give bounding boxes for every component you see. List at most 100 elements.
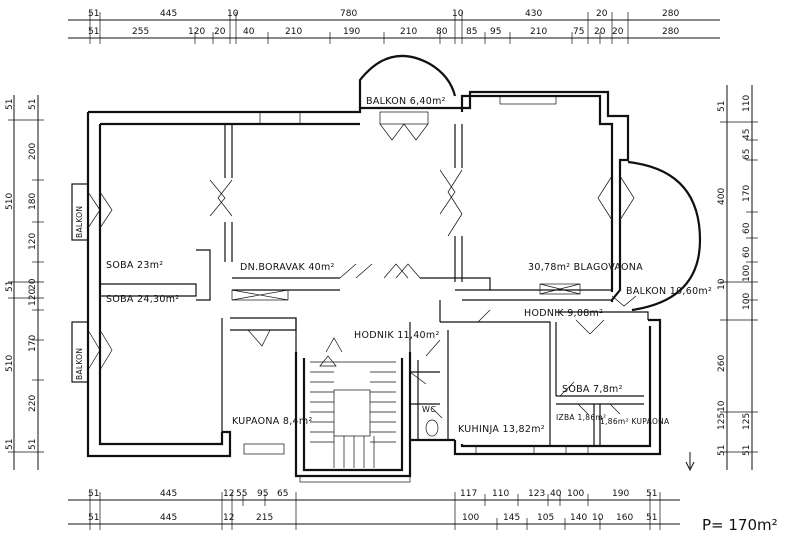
dim-bottom2-0: 51 (88, 513, 99, 523)
dim-left2-2: 180 (28, 193, 38, 210)
room-label-kupaona-1: KUPAONA 8,4m² (232, 416, 313, 427)
stairs (310, 355, 396, 468)
dim-bottom1-9: 40 (550, 489, 562, 499)
top-dimension-lines: 51 445 10 780 10 430 20 280 51 255 120 2… (68, 9, 720, 44)
dim-left2-4: 120 (28, 289, 38, 306)
dim-top2-9: 85 (466, 27, 477, 37)
bottom-dimension-lines: 51 445 12 55 95 65 117 110 123 40 100 19… (68, 489, 680, 530)
dim-bottom2-5: 145 (503, 513, 520, 523)
room-label-blagovaona: 30,78m² BLAGOVAONA (528, 262, 643, 273)
dim-right1-2: 10 (717, 278, 727, 290)
dim-bottom1-12: 51 (646, 489, 657, 499)
dim-top2-11: 210 (530, 27, 547, 37)
dim-top2-8: 80 (436, 27, 448, 37)
dim-right2-6: 100 (742, 265, 752, 282)
dim-bottom1-1: 445 (160, 489, 177, 499)
room-label-soba-3: SOBA 7,8m² (562, 384, 623, 395)
dim-bottom2-6: 105 (537, 513, 554, 523)
dim-bottom2-8: 10 (592, 513, 604, 523)
dim-top1-4: 10 (452, 9, 464, 19)
dim-left2-5: 20 (28, 278, 38, 290)
left-dimension-lines: 51 510 51 510 51 51 200 180 120 120 20 1… (5, 95, 44, 470)
room-label-izba: IZBA 1,86m² (556, 413, 606, 422)
dim-top2-5: 210 (285, 27, 302, 37)
dim-top1-0: 51 (88, 9, 99, 19)
dim-bottom2-3: 215 (256, 513, 273, 523)
dim-bottom1-7: 110 (492, 489, 509, 499)
room-label-hodnik-2: HODNIK 9,08m² (524, 308, 603, 319)
dim-right2-0: 110 (742, 95, 752, 112)
balcony-left-2 (71, 321, 89, 383)
dim-left1-4: 51 (5, 439, 15, 450)
dim-top2-3: 20 (214, 27, 226, 37)
room-label-kuhinja: KUHINJA 13,82m² (458, 424, 545, 435)
dim-bottom2-4: 100 (462, 513, 479, 523)
balcony-top (358, 54, 457, 108)
dim-top2-15: 280 (662, 27, 679, 37)
balcony-right (627, 160, 702, 312)
dim-right2-8: 125 (742, 413, 752, 430)
dim-right1-6: 51 (717, 445, 727, 456)
right-dimension-lines: 51 400 10 260 125 10 51 110 45 65 170 60… (717, 85, 758, 470)
north-arrow (685, 452, 695, 472)
dim-top2-7: 210 (400, 27, 417, 37)
dim-left2-3: 120 (28, 233, 38, 250)
dim-bottom1-3: 55 (236, 489, 247, 499)
dim-bottom1-6: 117 (460, 489, 477, 499)
dim-left2-1: 200 (28, 143, 38, 160)
interior-walls (100, 124, 649, 446)
dim-top2-10: 95 (490, 27, 501, 37)
dim-left2-6: 170 (28, 335, 38, 352)
dim-right1-1: 400 (717, 188, 727, 205)
dim-left1-2: 51 (5, 281, 15, 292)
dim-top1-7: 280 (662, 9, 679, 19)
dim-right1-3: 260 (717, 355, 727, 372)
dim-left2-0: 51 (28, 99, 38, 110)
dim-top2-2: 120 (188, 27, 205, 37)
dim-right2-2: 65 (742, 149, 752, 160)
dim-right2-9: 51 (742, 445, 752, 456)
dim-bottom2-1: 445 (160, 513, 177, 523)
dim-top2-12: 75 (573, 27, 584, 37)
dim-top1-5: 430 (525, 9, 542, 19)
dim-top1-6: 20 (596, 9, 608, 19)
room-label-soba-1: SOBA 23m² (106, 260, 163, 271)
dim-right2-7: 100 (742, 293, 752, 310)
dim-right1-0: 51 (717, 101, 727, 112)
dim-right2-3: 170 (742, 185, 752, 202)
dim-top2-0: 51 (88, 27, 99, 37)
dim-top2-4: 40 (243, 27, 255, 37)
dim-right1-4: 125 (717, 413, 727, 430)
dim-top1-1: 445 (160, 9, 177, 19)
dim-left2-7: 220 (28, 395, 38, 412)
dim-bottom1-2: 12 (223, 489, 234, 499)
dim-top2-14: 20 (612, 27, 624, 37)
dim-bottom1-0: 51 (88, 489, 99, 499)
dim-bottom1-10: 100 (567, 489, 584, 499)
dim-top2-6: 190 (343, 27, 360, 37)
total-area: P= 170m² (702, 516, 778, 534)
room-labels: SOBA 23m² SOBA 24,30m² DN.BORAVAK 40m² 3… (75, 96, 712, 435)
room-label-soba-2: SOBA 24,30m² (106, 294, 179, 305)
dim-right1-5: 10 (717, 400, 727, 412)
room-label-balkon-left-2: BALKON (75, 348, 84, 380)
room-label-dnevni-boravak: DN.BORAVAK 40m² (240, 262, 335, 273)
dim-bottom1-8: 123 (528, 489, 545, 499)
balcony-left-1 (71, 183, 89, 241)
dim-left1-3: 510 (5, 355, 15, 372)
dim-bottom2-9: 160 (616, 513, 633, 523)
room-label-kupaona-2: 1,86m² KUPAONA (600, 417, 670, 426)
dim-right2-5: 60 (742, 246, 752, 258)
room-label-balkon-right: BALKON 10,60m² (626, 286, 712, 297)
dim-left2-8: 51 (28, 439, 38, 450)
dim-bottom1-4: 95 (257, 489, 268, 499)
balconies (71, 54, 702, 383)
dim-right2-4: 60 (742, 222, 752, 234)
dim-left1-0: 51 (5, 99, 15, 110)
dim-right2-1: 45 (742, 129, 752, 140)
dim-left1-1: 510 (5, 193, 15, 210)
dim-bottom1-11: 190 (612, 489, 629, 499)
dim-top1-3: 780 (340, 9, 357, 19)
dim-bottom2-2: 12 (223, 513, 234, 523)
